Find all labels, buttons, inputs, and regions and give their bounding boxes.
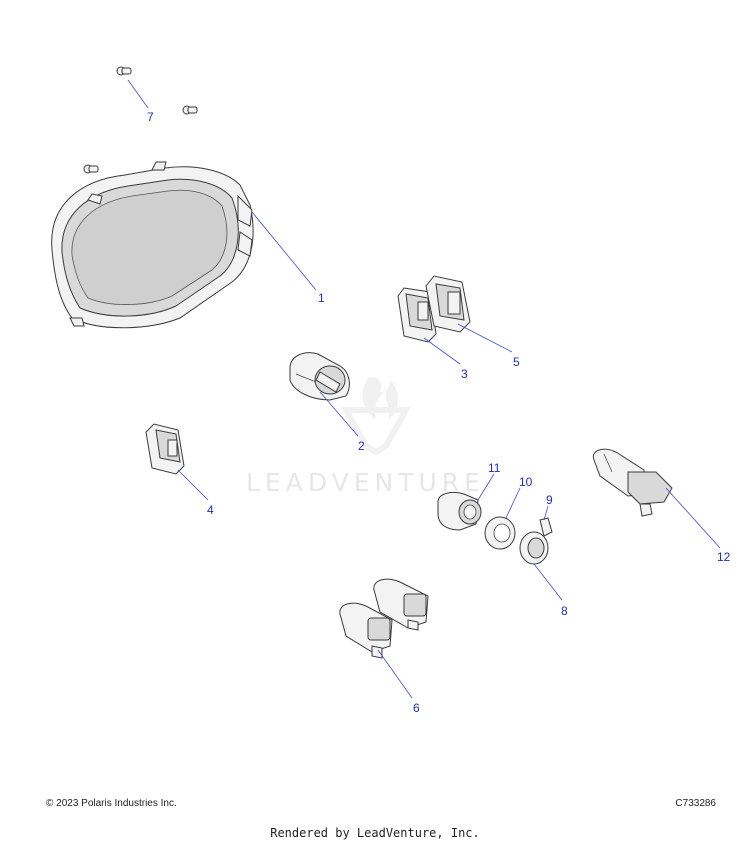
- watermark-logo: [340, 377, 412, 456]
- callout-label: 8: [561, 604, 568, 618]
- lock-nut-part: [484, 516, 516, 550]
- callout-label: 1: [318, 291, 325, 305]
- rocker-switch-part: [397, 287, 437, 343]
- leader-line: [319, 391, 359, 437]
- drawing-code: C733286: [675, 798, 716, 809]
- ignition-switch-part: [592, 448, 673, 517]
- copyright-text: © 2023 Polaris Industries Inc.: [46, 798, 177, 809]
- leader-line: [477, 473, 495, 501]
- leader-line: [543, 505, 549, 521]
- callout-label: 11: [488, 461, 501, 475]
- socket-cap-part: [519, 517, 553, 565]
- rocker-switch-part: [425, 275, 471, 333]
- callout-label: 6: [413, 701, 420, 715]
- screw-part: [83, 66, 198, 174]
- callout-label: 12: [717, 550, 731, 564]
- leader-line: [457, 323, 513, 353]
- leader-line: [177, 469, 209, 501]
- leader-line: [423, 337, 461, 365]
- watermark-text: LEADVENTURE: [246, 468, 485, 497]
- rocker-switch-part: [145, 423, 185, 475]
- instrument-cluster-part: [51, 161, 254, 329]
- rendered-by-text: Rendered by LeadVenture, Inc.: [270, 826, 480, 840]
- callout-label: 4: [207, 503, 214, 517]
- callout-label: 10: [519, 475, 533, 489]
- leader-line: [533, 563, 563, 601]
- callout-label: 5: [513, 355, 520, 369]
- callout-label: 9: [546, 493, 553, 507]
- leader-line: [377, 649, 413, 699]
- leader-line: [127, 79, 149, 109]
- rotary-switch-part: [289, 352, 350, 401]
- accessory-socket-part: [373, 578, 429, 631]
- callout-label: 3: [461, 367, 468, 381]
- power-socket-part: [437, 491, 482, 531]
- leader-line: [505, 487, 521, 519]
- callout-label: 2: [358, 439, 365, 453]
- leader-line: [251, 211, 317, 291]
- leader-line: [665, 487, 721, 549]
- callout-label: 7: [147, 110, 154, 124]
- accessory-socket-part: [339, 602, 393, 659]
